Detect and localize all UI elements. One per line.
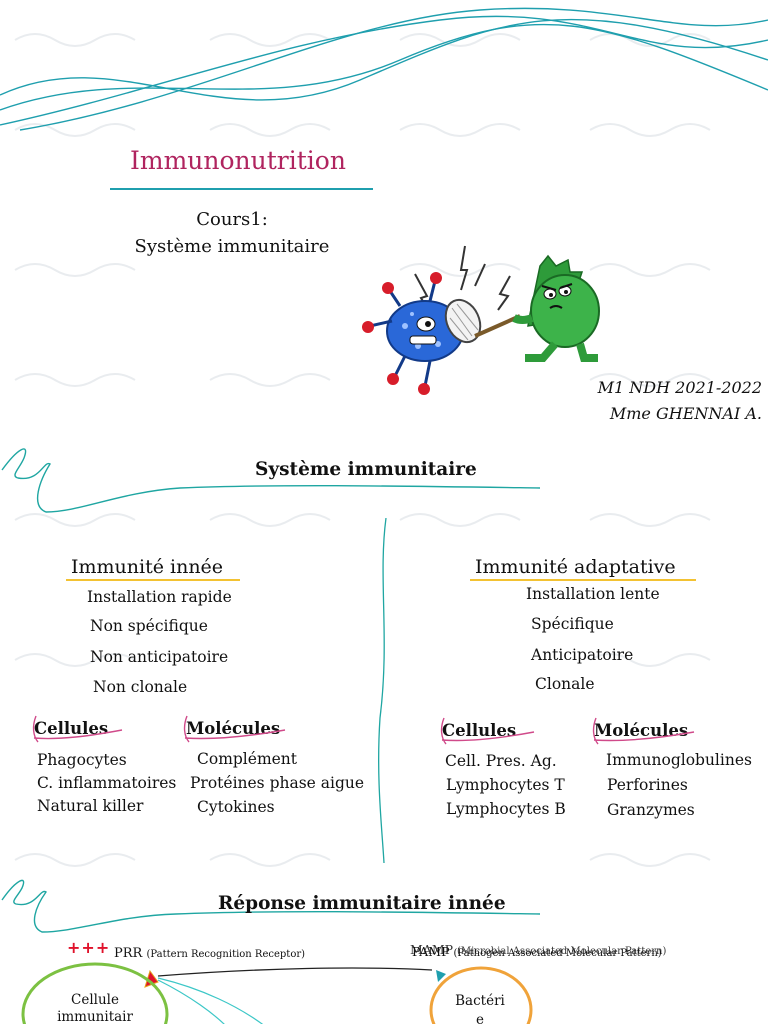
immune-cell-circle: [21, 962, 169, 1024]
column-divider: [378, 518, 387, 864]
adaptive-heading-underline: [470, 579, 696, 581]
innate-property: Non spécifique: [90, 617, 208, 635]
innate-property: Non anticipatoire: [90, 648, 229, 666]
prr-acronym: PRR: [114, 946, 143, 961]
immune-cell-line2: immunitair: [57, 1009, 133, 1025]
pamp-description: (Pathogen Associated Molecular Pattern): [453, 948, 662, 959]
decorative-wave-lines: [0, 7, 768, 131]
course-meta: M1 NDH 2021-2022 Mme GHENNAI A.: [598, 375, 762, 427]
adaptive-cell: Cell. Pres. Ag.: [445, 752, 557, 770]
mamp-acronym: MAMP: [410, 942, 454, 957]
innate-property: Installation rapide: [87, 588, 232, 606]
prr-label: PRR (Pattern Recognition Receptor): [114, 946, 305, 961]
adaptive-property: Installation lente: [526, 585, 660, 603]
adaptive-cell: Lymphocytes B: [446, 800, 566, 818]
adaptive-molecules-underline: [592, 717, 695, 745]
virus-cartoon-illustration: [362, 245, 600, 395]
adaptive-cell: Lymphocytes T: [446, 776, 565, 794]
instructor-name: Mme GHENNAI A.: [609, 404, 762, 423]
interaction-diagram: [21, 962, 533, 1024]
slide-innate-response: Réponse immunitaire innée +++ PRR (Patte…: [0, 870, 768, 1028]
slide2-title: Système immunitaire: [255, 459, 477, 480]
pamp-acronym: PAMP: [412, 944, 450, 959]
innate-cells-heading: Cellules: [34, 719, 109, 738]
decorative-swirl: [1, 448, 541, 513]
pamp-marker: [436, 970, 446, 982]
adaptive-cells-underline: [440, 717, 535, 745]
decorative-swirl: [1, 879, 541, 933]
innate-molecules-underline: [183, 715, 286, 743]
adaptive-molecules-heading: Molécules: [594, 721, 689, 740]
bacterium-line2: e: [476, 1012, 484, 1028]
slide-title: Immunonutrition Cours1: Système immunita…: [0, 0, 768, 423]
pamp-to-prr-arrow: [157, 967, 433, 977]
innate-property: Non clonale: [93, 678, 188, 696]
immune-cell-line1: Cellule: [71, 992, 119, 1008]
innate-molecule: Protéines phase aigue: [190, 774, 365, 792]
bacterium-circle: [429, 966, 533, 1024]
academic-year: M1 NDH 2021-2022: [597, 378, 762, 397]
innate-cell: Phagocytes: [37, 751, 127, 769]
innate-molecules-heading: Molécules: [186, 719, 281, 738]
course-number: Cours1:: [196, 209, 268, 230]
innate-molecule: Cytokines: [197, 798, 275, 816]
adaptive-molecule: Granzymes: [607, 801, 695, 819]
pamp-label: PAMP (Pathogen Associated Molecular Patt…: [412, 944, 662, 959]
slide-immune-system: Système immunitaire Immunité innée Insta…: [0, 440, 768, 864]
adaptive-immunity-heading: Immunité adaptative: [475, 556, 676, 578]
innate-immunity-heading: Immunité innée: [71, 556, 224, 578]
mamp-label: MAMP (Microbial Associated Molecular Pat…: [410, 942, 666, 957]
innate-molecule: Complément: [197, 750, 298, 768]
immune-cell-label: Cellule immunitair: [40, 992, 150, 1026]
innate-heading-underline: [66, 579, 240, 581]
adaptive-molecule: Perforines: [607, 776, 688, 794]
adaptive-property: Spécifique: [531, 615, 614, 633]
innate-cells-underline: [32, 715, 123, 743]
plus-signs: +++: [67, 938, 111, 957]
bacterium-line1: Bactéri: [455, 993, 505, 1009]
course-subtitle: Cours1: Système immunitaire: [0, 206, 616, 260]
adaptive-property: Anticipatoire: [531, 646, 634, 664]
slide3-title: Réponse immunitaire innée: [218, 893, 506, 914]
adaptive-property: Clonale: [535, 675, 595, 693]
title-underline: [110, 188, 373, 190]
bacterium-label: Bactéri e: [440, 992, 520, 1030]
innate-cell: C. inflammatoires: [37, 774, 177, 792]
course-title: Immunonutrition: [130, 146, 346, 175]
adaptive-molecule: Immunoglobulines: [606, 751, 752, 769]
mamp-description: (Microbial Associated Molecular Pattern): [457, 946, 667, 957]
adaptive-cells-heading: Cellules: [442, 721, 517, 740]
course-topic: Système immunitaire: [134, 236, 330, 257]
innate-cell: Natural killer: [37, 797, 144, 815]
prr-description: (Pattern Recognition Receptor): [146, 949, 306, 960]
